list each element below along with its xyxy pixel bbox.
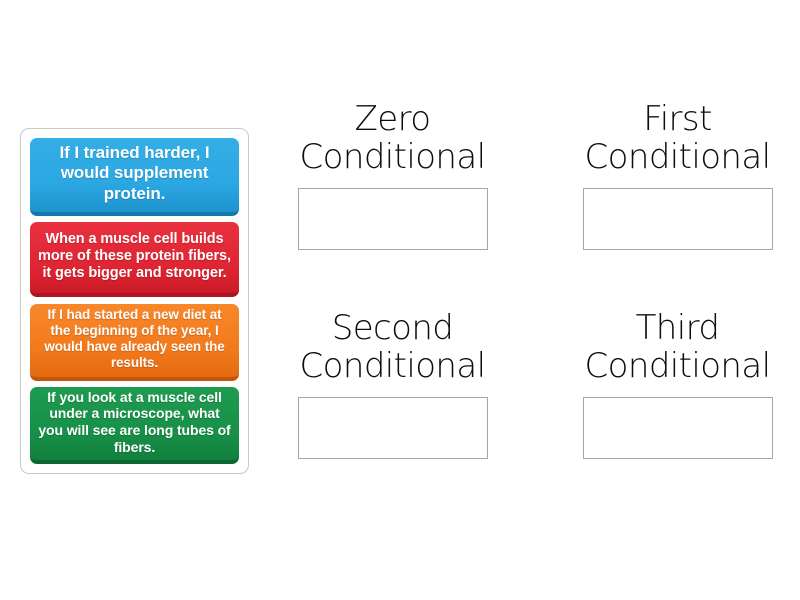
category-grid: Zero Conditional First Conditional Secon… — [280, 100, 790, 490]
dropzone-second-conditional[interactable] — [297, 396, 488, 459]
category-third-conditional: Third Conditional — [565, 309, 790, 490]
card-label: If you look at a muscle cell under a mic… — [38, 388, 231, 455]
draggable-card[interactable]: If you look at a muscle cell under a mic… — [30, 386, 239, 464]
category-first-conditional: First Conditional — [565, 100, 790, 281]
dropzone-zero-conditional[interactable] — [297, 187, 488, 250]
dropzone-third-conditional[interactable] — [582, 396, 773, 459]
sortable-items-panel: If I trained harder, I would supplement … — [20, 128, 249, 474]
card-label: If I had started a new diet at the begin… — [44, 306, 225, 370]
category-second-conditional: Second Conditional — [280, 309, 505, 490]
category-zero-conditional: Zero Conditional — [280, 100, 505, 281]
draggable-card[interactable]: When a muscle cell builds more of these … — [30, 222, 239, 298]
draggable-card[interactable]: If I had started a new diet at the begin… — [30, 303, 239, 381]
draggable-card[interactable]: If I trained harder, I would supplement … — [30, 138, 239, 216]
dropzone-first-conditional[interactable] — [582, 187, 773, 250]
card-label: When a muscle cell builds more of these … — [38, 230, 231, 281]
card-label: If I trained harder, I would supplement … — [59, 143, 210, 203]
category-title: Second Conditional — [299, 308, 487, 387]
category-title: Third Conditional — [584, 308, 772, 387]
category-title: Zero Conditional — [299, 99, 487, 178]
category-title: First Conditional — [584, 99, 772, 178]
